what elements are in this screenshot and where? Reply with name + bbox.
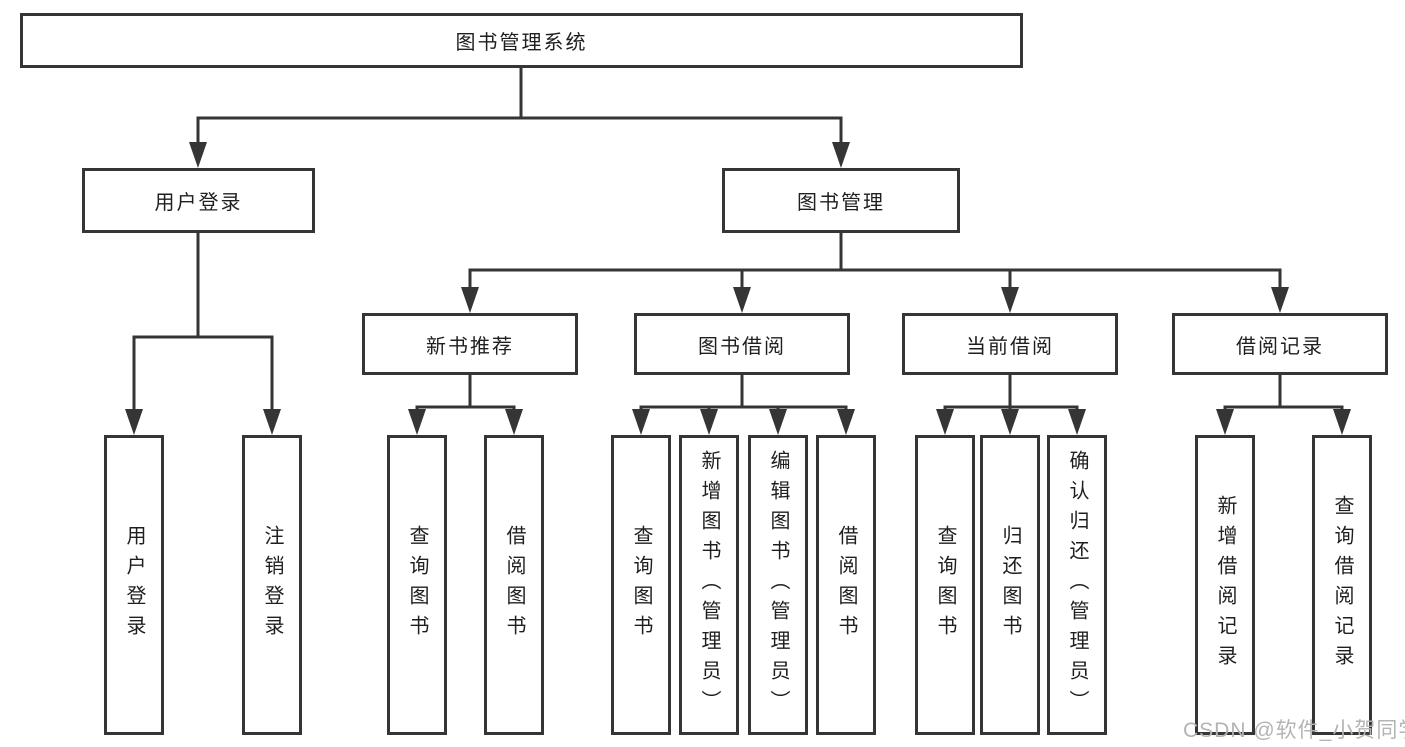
leaf-cb-confirm-return-admin-label: 确认归还（管理员） [1066,450,1088,720]
leaf-cb-return-books-label: 归还图书 [999,525,1021,645]
node-book-management-label: 图书管理 [797,192,885,214]
leaf-cb-query-books: 查询图书 [915,435,975,735]
leaf-bb-edit-books-admin-label: 编辑图书（管理员） [767,450,789,720]
leaf-cb-confirm-return-admin: 确认归还（管理员） [1047,435,1107,735]
node-current-borrow: 当前借阅 [902,313,1118,375]
csdn-watermark: CSDN @软件_小贺同学 [1183,719,1405,742]
leaf-user-login-label: 用户登录 [123,525,145,645]
leaf-bb-query-books-label: 查询图书 [630,525,652,645]
node-library-system: 图书管理系统 [20,13,1023,68]
node-borrow-records-label: 借阅记录 [1236,335,1324,358]
node-current-borrow-label: 当前借阅 [966,335,1054,358]
leaf-cb-return-books: 归还图书 [980,435,1040,735]
leaf-nbr-borrow-books: 借阅图书 [484,435,544,735]
node-book-borrow: 图书借阅 [634,313,850,375]
node-user-login-label: 用户登录 [154,192,243,214]
leaf-br-add-record: 新增借阅记录 [1195,435,1255,735]
leaf-nbr-query-books-label: 查询图书 [406,525,428,645]
node-book-management: 图书管理 [722,168,960,233]
leaf-bb-add-books-admin-label: 新增图书（管理员） [698,450,720,720]
leaf-logout: 注销登录 [242,435,302,735]
leaf-bb-edit-books-admin: 编辑图书（管理员） [748,435,808,735]
node-library-system-label: 图书管理系统 [455,32,588,54]
leaf-bb-borrow-books-label: 借阅图书 [835,525,857,645]
leaf-nbr-query-books: 查询图书 [387,435,447,735]
leaf-br-query-record-label: 查询借阅记录 [1331,495,1353,675]
leaf-br-query-record: 查询借阅记录 [1312,435,1372,735]
node-borrow-records: 借阅记录 [1172,313,1388,375]
node-user-login: 用户登录 [82,168,315,233]
leaf-bb-add-books-admin: 新增图书（管理员） [679,435,739,735]
node-new-book-recommend-label: 新书推荐 [426,335,514,358]
leaf-bb-query-books: 查询图书 [611,435,671,735]
leaf-logout-label: 注销登录 [261,525,283,645]
node-book-borrow-label: 图书借阅 [698,335,786,358]
leaf-nbr-borrow-books-label: 借阅图书 [503,525,525,645]
leaf-cb-query-books-label: 查询图书 [934,525,956,645]
leaf-bb-borrow-books: 借阅图书 [816,435,876,735]
node-new-book-recommend: 新书推荐 [362,313,578,375]
leaf-user-login: 用户登录 [104,435,164,735]
leaf-br-add-record-label: 新增借阅记录 [1214,495,1236,675]
